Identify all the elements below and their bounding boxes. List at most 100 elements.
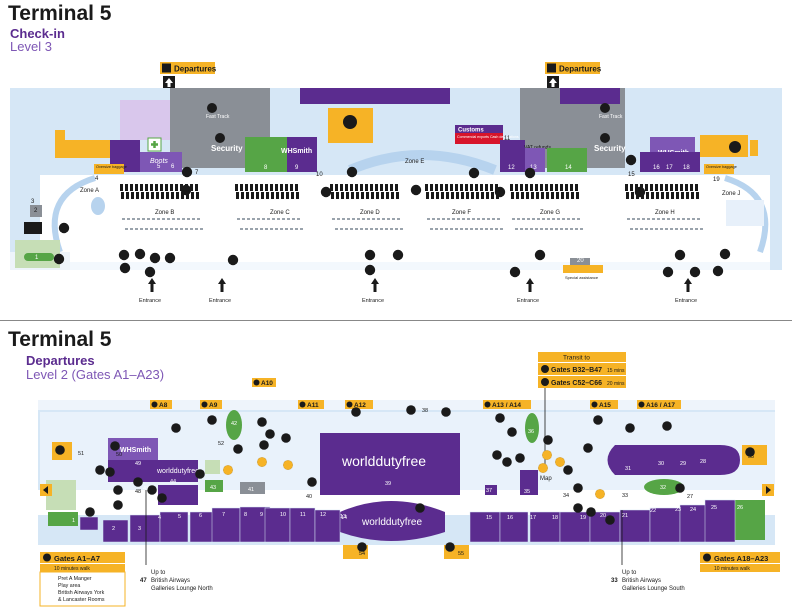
check-in-desk xyxy=(151,192,154,199)
queue-marker xyxy=(370,228,373,230)
facility-icon xyxy=(257,417,267,427)
queue-marker xyxy=(137,218,140,220)
queue-marker xyxy=(455,228,458,230)
gate-icon xyxy=(253,379,260,386)
queue-marker xyxy=(492,218,495,220)
level2-icons xyxy=(55,405,755,552)
info-icon xyxy=(595,489,605,499)
direction-arrow-right[interactable] xyxy=(762,484,774,496)
queue-marker xyxy=(300,228,303,230)
svg-text:Customs: Customs xyxy=(458,128,484,134)
facility-icon xyxy=(105,467,115,477)
svg-text:WHSmith: WHSmith xyxy=(281,148,312,155)
check-in-desk xyxy=(240,184,243,191)
facility-icon xyxy=(147,485,157,495)
unit-35 xyxy=(520,470,538,495)
queue-marker xyxy=(200,228,203,230)
queue-marker xyxy=(575,228,578,230)
queue-marker xyxy=(630,228,633,230)
facility-icon xyxy=(207,415,217,425)
gate-sign-a9[interactable]: A9 xyxy=(200,400,222,409)
level3-map: Departures Departures Fast Track Securit… xyxy=(10,62,782,304)
gate-sign-a16a17[interactable]: A16 / A17 xyxy=(637,400,681,409)
facility-icon xyxy=(410,184,422,196)
zone-label: Zone D xyxy=(360,210,380,216)
info-icon xyxy=(538,463,548,473)
check-in-desk xyxy=(565,184,568,191)
gates-a1-a7-box[interactable]: Gates A1–A7 10 minutes walk Pret A Mange… xyxy=(39,552,126,607)
departures-sign-right[interactable]: Departures xyxy=(545,62,602,88)
queue-marker xyxy=(140,228,143,230)
check-in-desk xyxy=(476,192,479,199)
unit-number: 30 xyxy=(658,461,664,467)
gate-sign-a8[interactable]: A8 xyxy=(150,400,172,409)
facility-icon xyxy=(494,186,506,198)
unit-number: 18 xyxy=(683,165,690,171)
special-assistance xyxy=(563,265,603,273)
gates-a18-a23-box[interactable]: Gates A18–A23 10 minutes walk xyxy=(700,552,780,572)
check-in-desk xyxy=(635,184,638,191)
queue-marker xyxy=(655,228,658,230)
transit-box[interactable]: Transit to Gates B32–B47 15 mins Gates C… xyxy=(538,352,626,470)
unit-number: 20 xyxy=(600,513,606,519)
queue-marker xyxy=(555,228,558,230)
queue-marker xyxy=(647,218,650,220)
queue-marker xyxy=(162,218,165,220)
facility-icon xyxy=(110,441,120,451)
check-in-desk xyxy=(485,184,488,191)
unit-number: 10 xyxy=(316,172,323,178)
queue-marker xyxy=(390,228,393,230)
shop-unit xyxy=(619,509,651,543)
check-in-desk xyxy=(656,192,659,199)
oversize-baggage-right xyxy=(704,164,734,174)
queue-marker xyxy=(255,228,258,230)
queue-marker xyxy=(142,218,145,220)
level3-level: Level 3 xyxy=(10,39,52,54)
unit-number: 8 xyxy=(244,512,247,518)
entrance-arrow-icon xyxy=(371,278,379,292)
queue-marker xyxy=(642,218,645,220)
unit-number: 21 xyxy=(622,513,628,519)
gate-sign-a13a14[interactable]: A13 / A14 xyxy=(483,400,531,409)
queue-marker xyxy=(700,228,703,230)
gate-sign-a11[interactable]: A11 xyxy=(298,400,324,409)
unit-number: 18 xyxy=(552,515,558,521)
lounge-south-callout: Up to 33 British Airways Galleries Loung… xyxy=(611,510,685,592)
queue-marker xyxy=(352,218,355,220)
unit-number: 14 xyxy=(341,515,347,521)
unit-number: 5 xyxy=(157,164,161,170)
check-in-desk xyxy=(186,192,189,199)
departures-sign-left[interactable]: Departures xyxy=(160,62,217,88)
worlddutyfree-main[interactable] xyxy=(320,433,460,495)
queue-marker xyxy=(442,218,445,220)
facility-icon xyxy=(495,413,505,423)
svg-text:British Airways: British Airways xyxy=(151,578,190,584)
check-in-desk xyxy=(136,192,139,199)
svg-text:worlddutyfree: worlddutyfree xyxy=(361,517,422,528)
toilets-53 xyxy=(742,445,767,465)
check-in-desk xyxy=(191,192,194,199)
gate-sign-a10[interactable]: A10 xyxy=(252,378,276,387)
check-in-desk xyxy=(471,192,474,199)
queue-marker xyxy=(475,228,478,230)
svg-text:Transit to: Transit to xyxy=(563,355,590,362)
queue-marker xyxy=(262,218,265,220)
queue-marker xyxy=(272,218,275,220)
queue-marker xyxy=(632,218,635,220)
whsmith-unit-l2 xyxy=(108,438,158,460)
facility-icon xyxy=(689,266,701,278)
facility-icon xyxy=(364,249,376,261)
queue-marker xyxy=(635,228,638,230)
queue-marker xyxy=(460,228,463,230)
gate-label: A8 xyxy=(159,402,168,409)
gate-sign-a12[interactable]: A12 xyxy=(345,400,373,409)
queue-marker xyxy=(367,218,370,220)
check-in-desk xyxy=(385,184,388,191)
queue-marker xyxy=(435,228,438,230)
check-in-desk xyxy=(651,192,654,199)
direction-arrow-left[interactable] xyxy=(40,484,52,496)
gate-sign-a15[interactable]: A15 xyxy=(590,400,618,409)
security-right: Fast Track Security xyxy=(594,103,626,153)
queue-marker xyxy=(497,218,500,220)
unit-number: 1 xyxy=(35,255,39,261)
